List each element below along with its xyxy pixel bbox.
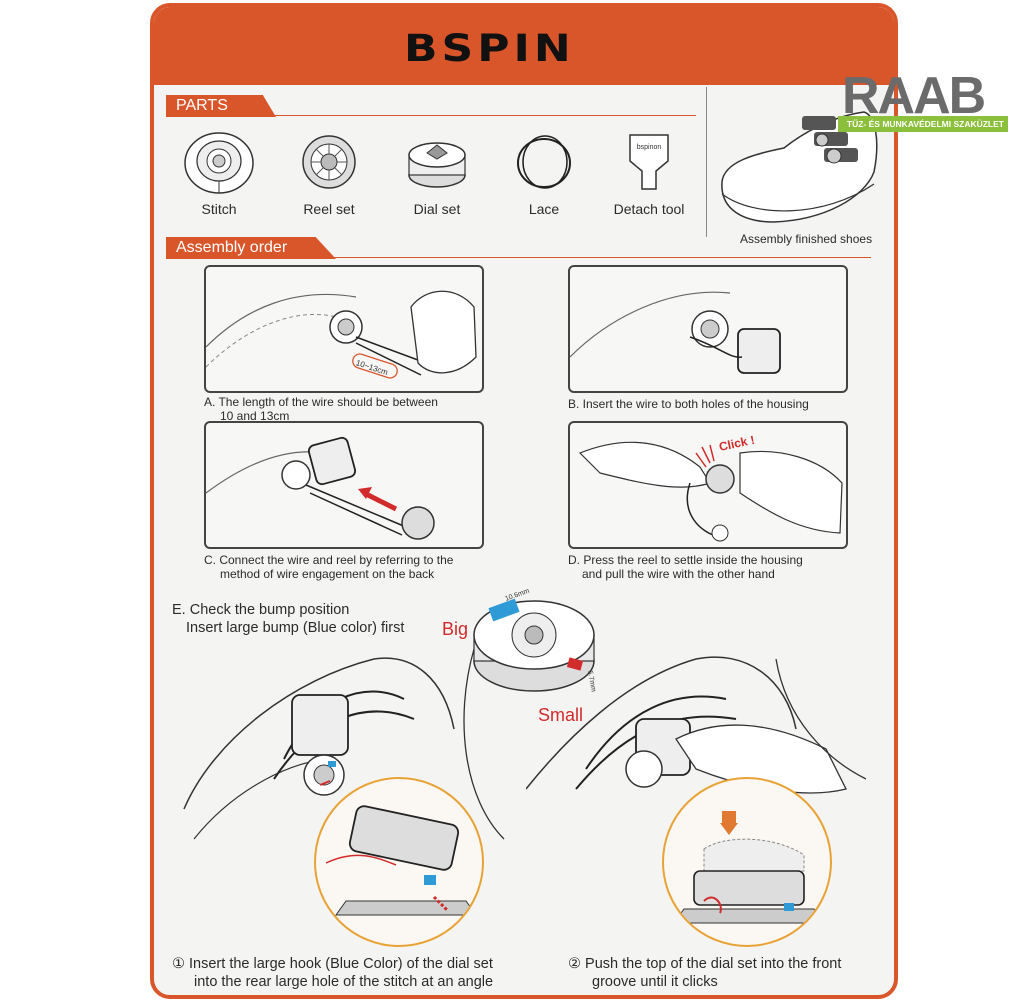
watermark-tagline: TŰZ- ÉS MUNKAVÉDELMI SZAKÜZLET xyxy=(838,116,1008,132)
finished-shoe-illustration xyxy=(721,111,878,223)
stitch-icon xyxy=(184,132,254,194)
dial-bump-diagram: 10.6mm 5.7mm xyxy=(473,589,597,693)
step-c-panel xyxy=(204,421,484,549)
dial-icon xyxy=(408,142,466,188)
parts-divider xyxy=(706,87,707,237)
parts-heading: PARTS xyxy=(166,95,276,117)
part-label-reel-set: Reel set xyxy=(303,201,355,217)
step-c-caption-1: C. Connect the wire and reel by referrin… xyxy=(204,553,454,567)
step-d-panel: Click ! xyxy=(568,421,848,549)
step-a-illustration: 10~13cm xyxy=(206,290,477,379)
part-dial-set: Dial set xyxy=(382,127,492,217)
brand-logo: BSPIN xyxy=(404,26,575,71)
step-e-caption-2: Insert large bump (Blue color) first xyxy=(186,620,405,636)
step-c-caption-2: method of wire engagement on the back xyxy=(220,567,435,581)
header-band: BSPIN xyxy=(154,7,894,85)
step-a-panel: 10~13cm xyxy=(204,265,484,393)
assembly-rule xyxy=(166,257,871,258)
lace-icon xyxy=(517,135,571,189)
small-bump-label: Small xyxy=(538,705,584,725)
step-2-detail-illustration xyxy=(673,811,825,924)
step-a-caption-2: 10 and 13cm xyxy=(220,409,290,423)
step-c-illustration xyxy=(206,436,435,540)
raab-watermark: RAAB TŰZ- ÉS MUNKAVÉDELMI SZAKÜZLET xyxy=(838,64,1008,134)
step-b-illustration xyxy=(570,291,781,374)
step-2-shoe-illustration xyxy=(526,656,866,794)
part-stitch: Stitch xyxy=(164,127,274,217)
part-label-stitch: Stitch xyxy=(201,201,237,217)
step-e-caption-1: E. Check the bump position xyxy=(172,602,350,618)
step-1-detail-illustration xyxy=(325,805,477,916)
watermark-name: RAAB xyxy=(842,67,986,125)
assembly-heading: Assembly order xyxy=(166,237,336,259)
part-label-dial-set: Dial set xyxy=(413,201,461,217)
reel-icon xyxy=(302,135,356,189)
part-label-detach-tool: Detach tool xyxy=(613,201,685,217)
step-d-caption-1: D. Press the reel to settle inside the h… xyxy=(568,553,803,567)
instruction-1-line-2: into the rear large hole of the stitch a… xyxy=(194,974,494,990)
instruction-sheet: BSPIN PARTS Stitch Reel set xyxy=(150,3,898,999)
part-reel-set: Reel set xyxy=(274,127,384,217)
step-b-panel xyxy=(568,265,848,393)
small-bump-size: 5.7mm xyxy=(586,670,597,692)
step-1-shoe-illustration xyxy=(183,648,505,840)
part-lace: Lace xyxy=(489,127,599,217)
step-d-click-label: Click ! xyxy=(718,433,756,454)
step-d-illustration: Click ! xyxy=(578,433,843,542)
step-d-caption-2: and pull the wire with the other hand xyxy=(582,567,775,581)
part-detach-tool: bspinon Detach tool xyxy=(594,127,704,217)
step-1-detail-circle xyxy=(314,777,484,947)
part-label-lace: Lace xyxy=(528,201,560,217)
instruction-2-line-2: groove until it clicks xyxy=(592,974,718,990)
finished-shoe-caption: Assembly finished shoes xyxy=(740,232,873,246)
detach-tool-marking: bspinon xyxy=(637,144,662,151)
instruction-2-line-1: ② Push the top of the dial set into the … xyxy=(568,956,842,972)
instruction-1-line-1: ① Insert the large hook (Blue Color) of … xyxy=(172,956,493,972)
big-bump-label: Big xyxy=(442,619,469,639)
detach-tool-icon: bspinon xyxy=(629,134,669,190)
step-a-caption-1: A. The length of the wire should be betw… xyxy=(204,395,438,409)
step-b-caption: B. Insert the wire to both holes of the … xyxy=(568,397,809,411)
step-2-detail-circle xyxy=(662,777,832,947)
parts-rule xyxy=(166,115,696,116)
